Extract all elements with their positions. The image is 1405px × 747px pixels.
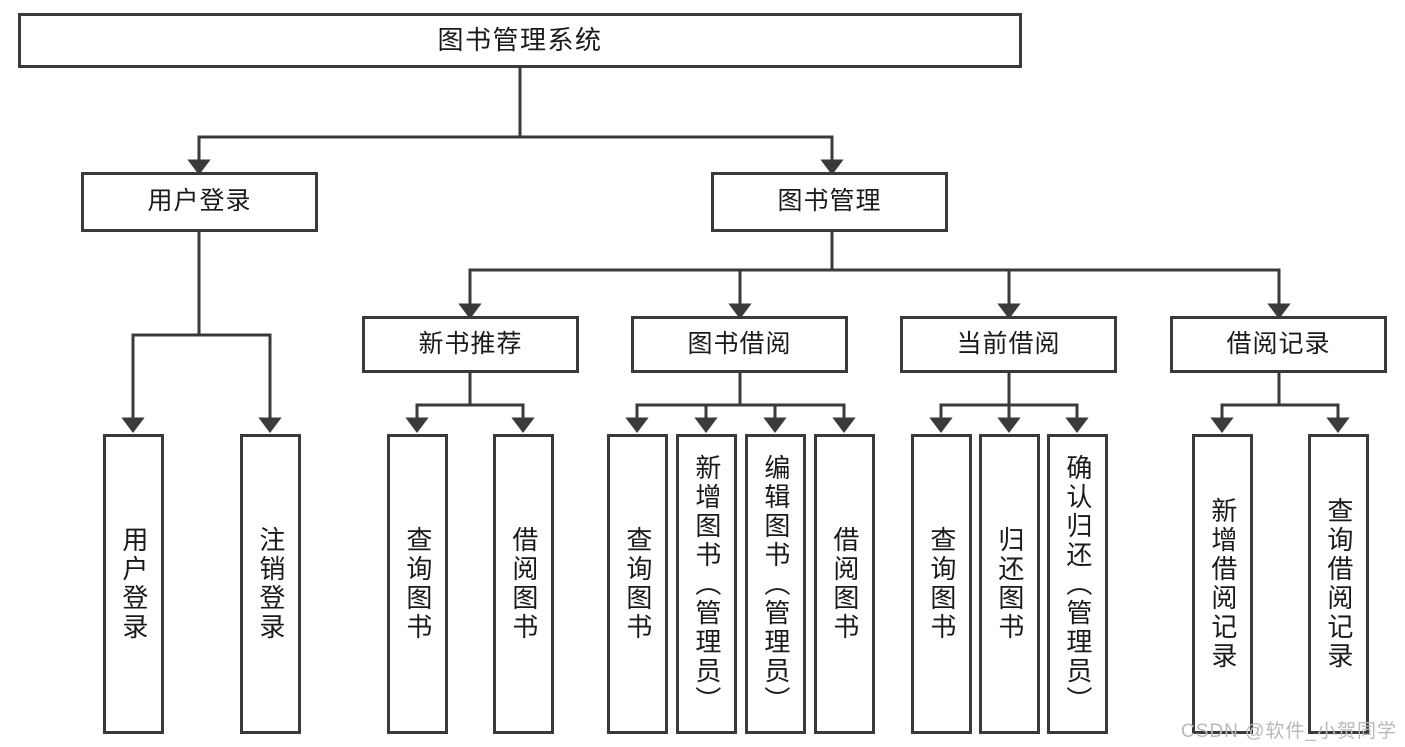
leaf-query-book-3-label: 查询图书 <box>926 526 957 642</box>
leaf-logout[interactable]: 注销登录 <box>240 434 301 734</box>
leaf-edit-book-label: 编辑图书（管理员） <box>760 453 791 715</box>
node-book-borrow-label: 图书借阅 <box>687 329 792 358</box>
leaf-confirm-return-label: 确认归还（管理员） <box>1062 453 1093 715</box>
leaf-add-record[interactable]: 新增借阅记录 <box>1192 434 1253 734</box>
node-new-book-recommend[interactable]: 新书推荐 <box>362 316 579 373</box>
node-current-borrow-label: 当前借阅 <box>956 329 1061 358</box>
node-user-login[interactable]: 用户登录 <box>81 172 318 232</box>
leaf-query-book-3[interactable]: 查询图书 <box>911 434 972 734</box>
leaf-add-book-label: 新增图书（管理员） <box>691 453 722 715</box>
node-new-book-recommend-label: 新书推荐 <box>418 329 523 358</box>
node-current-borrow[interactable]: 当前借阅 <box>900 316 1117 373</box>
leaf-query-book-1-label: 查询图书 <box>402 526 433 642</box>
leaf-query-book-2[interactable]: 查询图书 <box>607 434 668 734</box>
leaf-add-record-label: 新增借阅记录 <box>1207 497 1238 671</box>
leaf-edit-book[interactable]: 编辑图书（管理员） <box>745 434 806 734</box>
leaf-borrow-book-1-label: 借阅图书 <box>508 526 539 642</box>
leaf-user-login[interactable]: 用户登录 <box>103 434 164 734</box>
leaf-return-book-label: 归还图书 <box>994 526 1025 642</box>
leaf-logout-label: 注销登录 <box>255 526 286 642</box>
node-user-login-label: 用户登录 <box>147 187 252 216</box>
node-borrow-record-label: 借阅记录 <box>1226 329 1331 358</box>
leaf-borrow-book-1[interactable]: 借阅图书 <box>493 434 554 734</box>
node-book-manage-label: 图书管理 <box>777 187 882 216</box>
leaf-query-book-2-label: 查询图书 <box>622 526 653 642</box>
leaf-query-record[interactable]: 查询借阅记录 <box>1308 434 1369 734</box>
node-book-borrow[interactable]: 图书借阅 <box>631 316 848 373</box>
leaf-user-login-label: 用户登录 <box>118 526 149 642</box>
node-root-label: 图书管理系统 <box>437 25 603 56</box>
node-book-manage[interactable]: 图书管理 <box>711 172 948 232</box>
leaf-return-book[interactable]: 归还图书 <box>979 434 1040 734</box>
leaf-borrow-book-2-label: 借阅图书 <box>829 526 860 642</box>
watermark: CSDN @软件_小贺同学 <box>1181 721 1397 742</box>
leaf-query-record-label: 查询借阅记录 <box>1323 497 1354 671</box>
leaf-add-book[interactable]: 新增图书（管理员） <box>676 434 737 734</box>
node-root[interactable]: 图书管理系统 <box>18 13 1022 68</box>
node-borrow-record[interactable]: 借阅记录 <box>1170 316 1387 373</box>
leaf-query-book-1[interactable]: 查询图书 <box>387 434 448 734</box>
leaf-confirm-return[interactable]: 确认归还（管理员） <box>1047 434 1108 734</box>
leaf-borrow-book-2[interactable]: 借阅图书 <box>814 434 875 734</box>
